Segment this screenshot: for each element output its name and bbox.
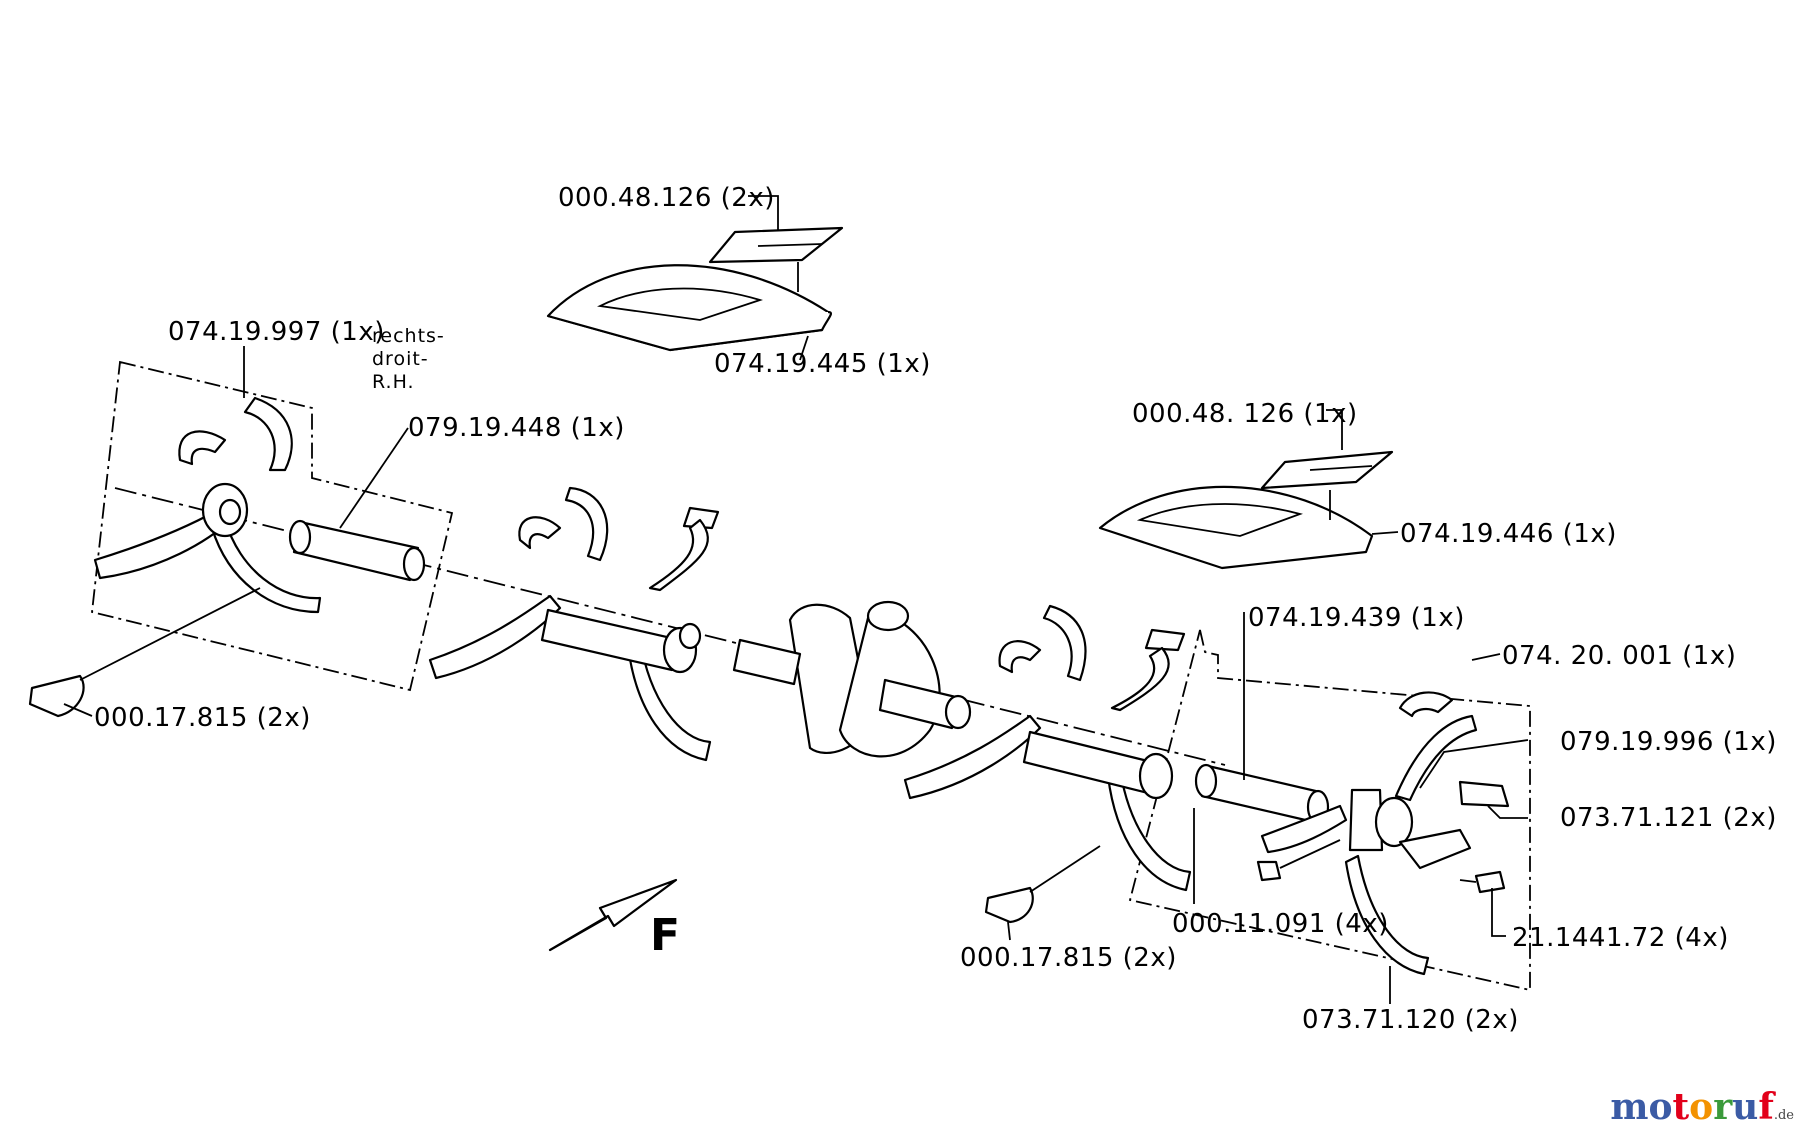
part-label: 074.19.446 (1x) bbox=[1400, 519, 1617, 549]
direction-label: F bbox=[650, 910, 680, 961]
leader-l11 bbox=[63, 703, 93, 717]
leader-l12 bbox=[1007, 921, 1011, 941]
logo-letter: r bbox=[1713, 1086, 1733, 1128]
leader-l1 bbox=[748, 195, 799, 292]
leader-l2 bbox=[799, 335, 809, 361]
leader-l4 bbox=[339, 427, 409, 529]
shield-left-part bbox=[546, 226, 844, 352]
logo-suffix: .de bbox=[1773, 1108, 1794, 1123]
logo-letter: u bbox=[1732, 1086, 1759, 1128]
leader-l10 bbox=[1487, 805, 1528, 819]
part-label: 000.48.126 (2x) bbox=[558, 183, 775, 213]
left-sleeve-part bbox=[288, 519, 426, 582]
note-line-1: rechts- bbox=[372, 325, 445, 347]
direction-arrow-icon bbox=[548, 878, 678, 952]
leader-l14 bbox=[1491, 888, 1506, 937]
left-inner-tine bbox=[428, 486, 720, 762]
right-clip-pin bbox=[984, 845, 1101, 924]
left-group-frame bbox=[91, 360, 454, 692]
part-label: 21.1441.72 (4x) bbox=[1512, 923, 1729, 953]
part-label: 073.71.121 (2x) bbox=[1560, 803, 1777, 833]
leader-l6 bbox=[1371, 531, 1399, 535]
left-outer-tine bbox=[93, 396, 322, 614]
part-label: 000.17.815 (2x) bbox=[960, 943, 1177, 973]
logo-letter: m bbox=[1610, 1086, 1649, 1128]
logo-letter: t bbox=[1672, 1086, 1690, 1128]
logo-letters: motoruf bbox=[1610, 1086, 1773, 1128]
right-inner-tine bbox=[903, 604, 1192, 892]
right-outer-tine bbox=[1260, 691, 1510, 976]
part-label: 079.19.448 (1x) bbox=[408, 413, 625, 443]
leader-l9 bbox=[1419, 739, 1529, 789]
note-line-3: R.H. bbox=[372, 371, 415, 393]
right-sleeve-part bbox=[1194, 763, 1330, 825]
logo-letter: f bbox=[1758, 1086, 1774, 1128]
right-group-frame bbox=[1128, 629, 1531, 992]
part-label: 000.17.815 (2x) bbox=[94, 703, 311, 733]
part-label: 074. 20. 001 (1x) bbox=[1502, 641, 1736, 671]
part-label: 073.71.120 (2x) bbox=[1302, 1005, 1519, 1035]
part-label: 074.19.445 (1x) bbox=[714, 349, 931, 379]
logo-letter: o bbox=[1689, 1086, 1714, 1128]
logo-letter: o bbox=[1648, 1086, 1673, 1128]
part-label: 074.19.997 (1x) bbox=[168, 317, 385, 347]
motoruf-logo: motoruf.de bbox=[1610, 1086, 1794, 1128]
nut-part bbox=[1256, 839, 1341, 882]
shield-right-part bbox=[1098, 450, 1394, 570]
part-label: 000.11.091 (4x) bbox=[1172, 909, 1389, 939]
leader-l5 bbox=[1326, 409, 1343, 520]
gearbox-housing bbox=[732, 600, 972, 758]
bolt-part bbox=[1459, 870, 1506, 894]
leader-l8 bbox=[1471, 653, 1501, 661]
part-label: 074.19.439 (1x) bbox=[1248, 603, 1465, 633]
left-clip-pin bbox=[28, 587, 261, 718]
part-label: 079.19.996 (1x) bbox=[1560, 727, 1777, 757]
note-line-2: droit- bbox=[372, 348, 429, 370]
part-label: 000.48. 126 (1x) bbox=[1132, 399, 1358, 429]
